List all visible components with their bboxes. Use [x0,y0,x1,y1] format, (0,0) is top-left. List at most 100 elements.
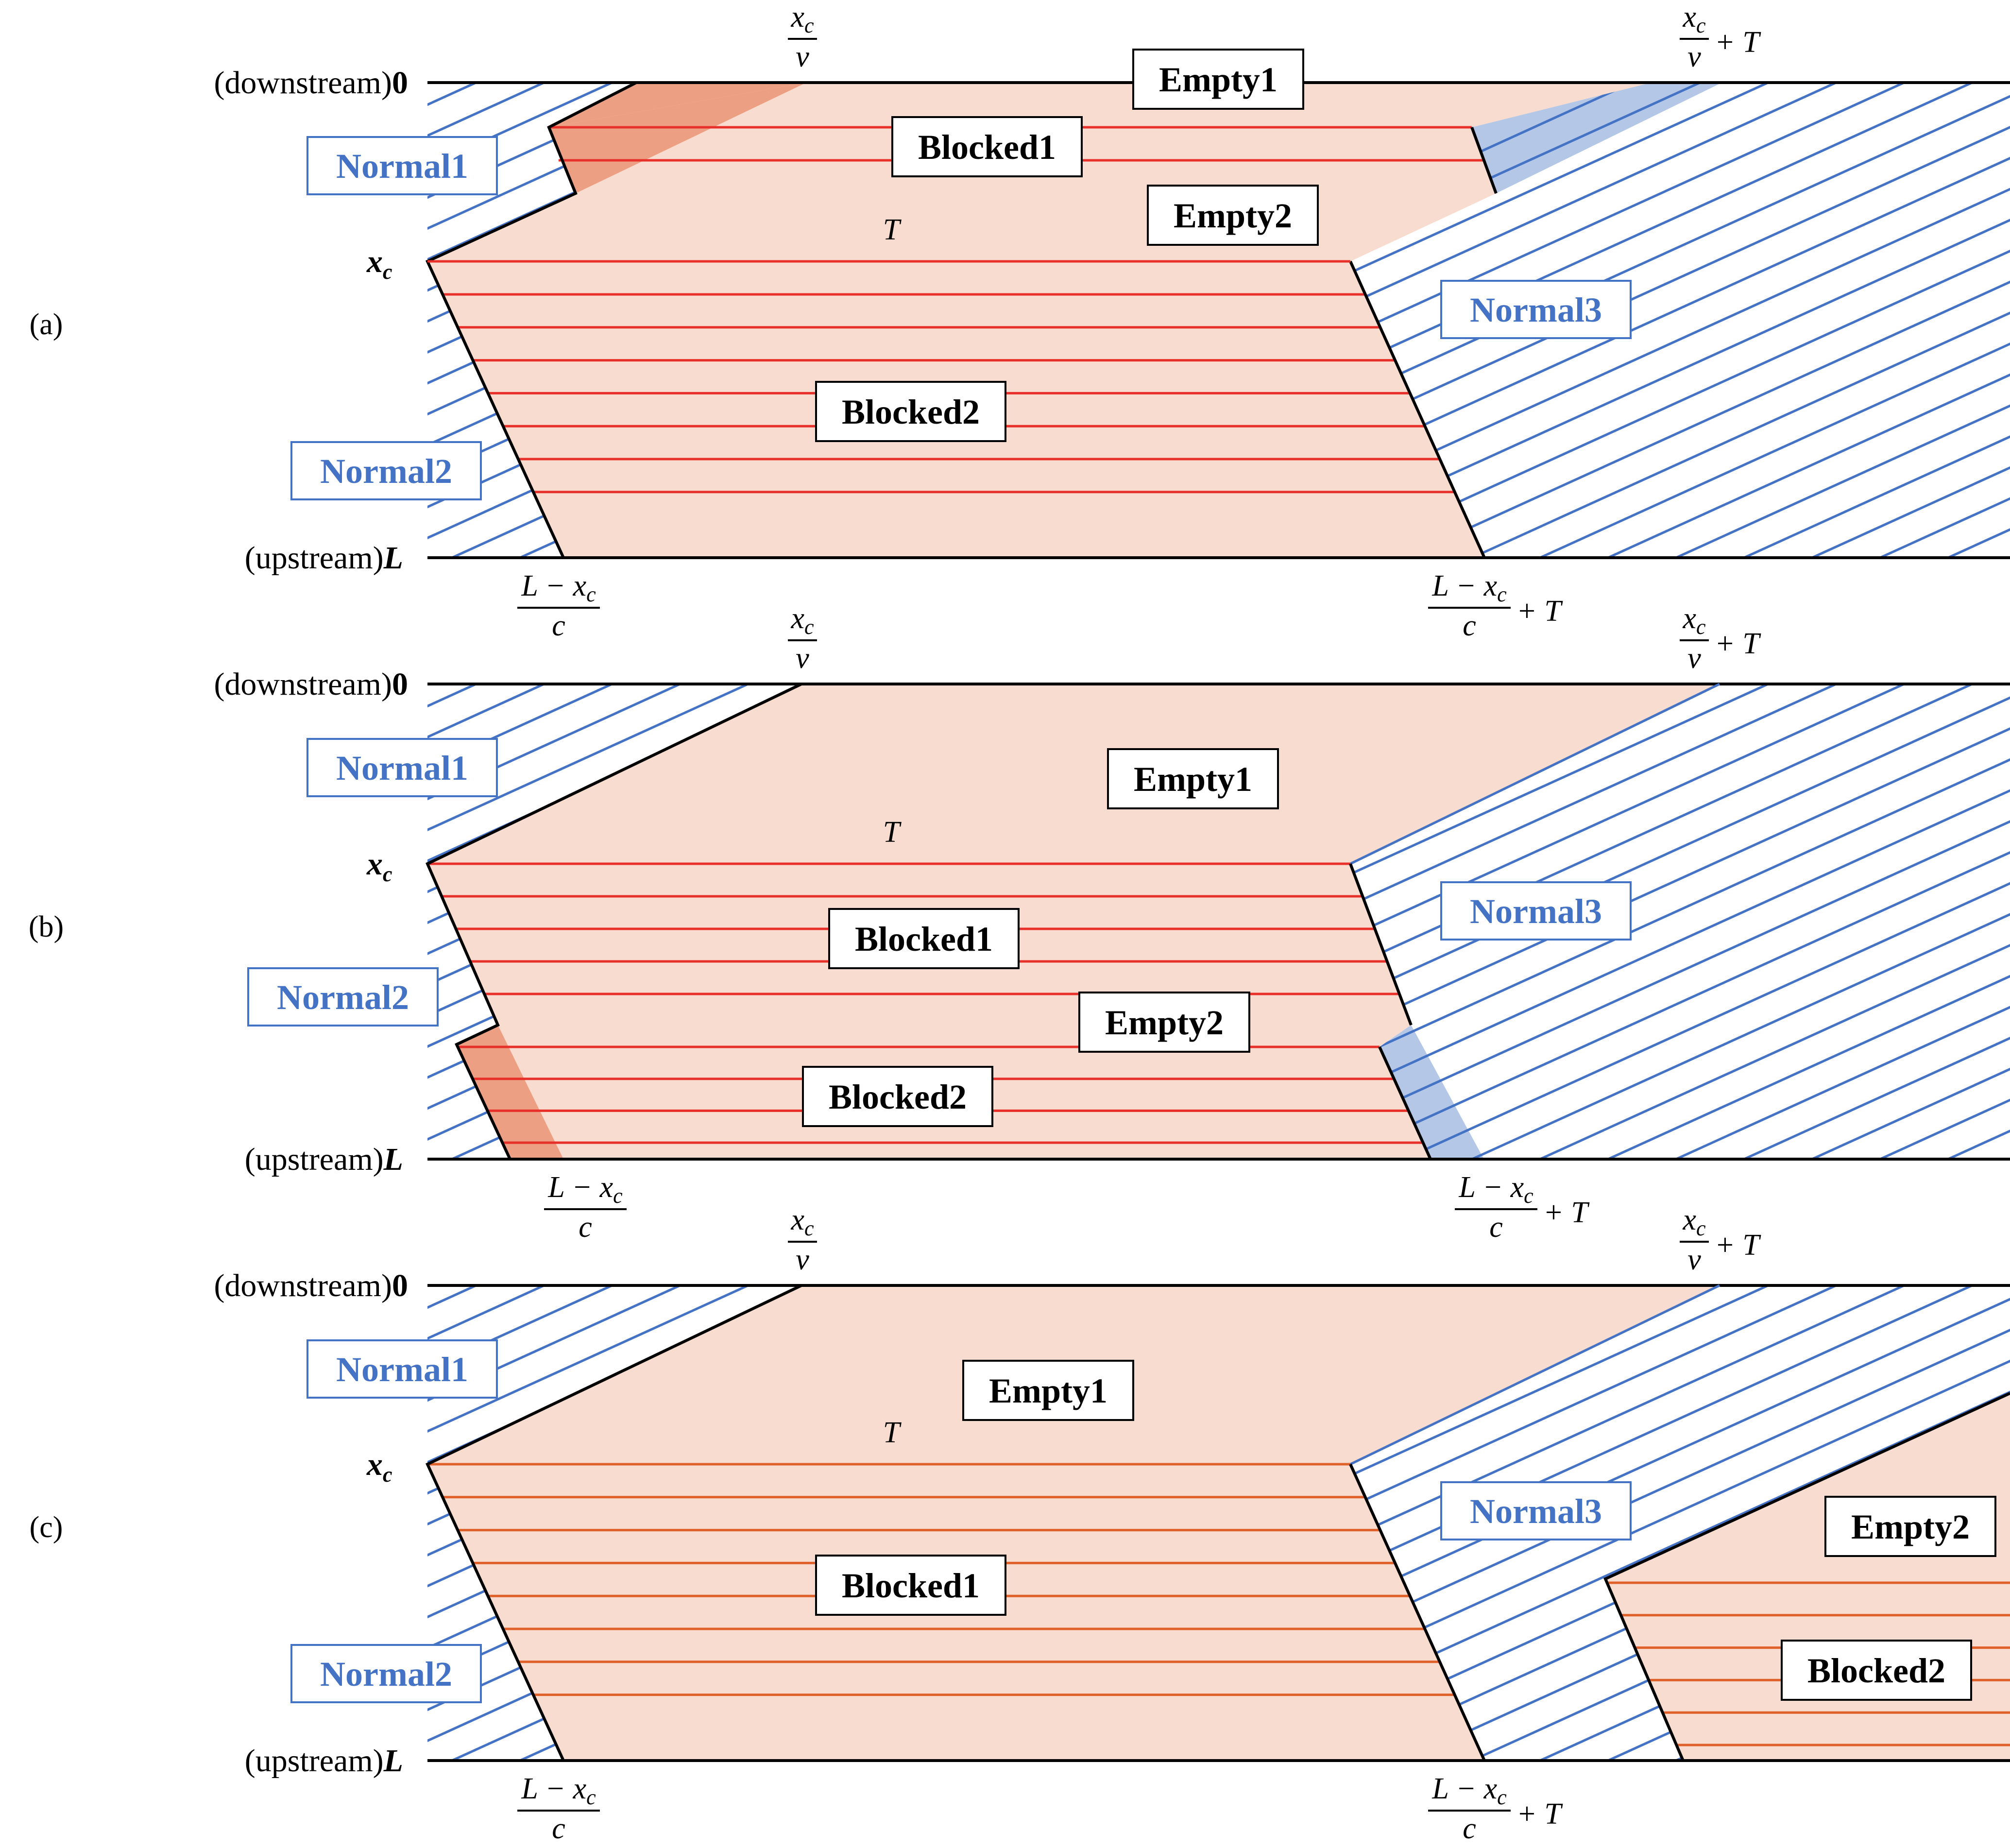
text-layer: (downstream)0(upstream)LxcT(a)(downstrea… [29,0,1996,1845]
hatch-line [1676,684,2010,1159]
frac-L-minus-xc-over-c-plus-T-numerator: L − xc [1431,1772,1507,1809]
frac-L-minus-xc-over-c-numerator: L − xc [521,569,596,606]
hatch-line [1350,684,1837,1159]
hatch-line [1471,83,2010,558]
blocked2-label-text: Blocked2 [829,1078,967,1116]
hatch-line [1812,83,2010,558]
downstream-label: (downstream)0 [214,1268,408,1303]
frac-xc-over-v-numerator: xc [790,0,814,37]
hatch-line [0,1285,136,1761]
duration-T-label: T [883,816,902,849]
normal3-label-text: Normal3 [1470,892,1602,931]
frac-L-minus-xc-over-c: L − xcc [517,1772,600,1845]
blocked1-label-text: Blocked1 [855,920,993,958]
frac-L-minus-xc-over-c-plus-T-denominator: c [1463,609,1476,642]
frac-xc-over-v-plus-T-numerator: xc [1682,0,1706,37]
hatch-line [1676,83,2010,558]
hatch-line [1811,83,2010,558]
empty2-label: Empty2 [1078,992,1250,1053]
empty2-region-fill [1605,1393,2010,1761]
boundary-n3-top [1349,683,1720,865]
downstream-label: (downstream)0 [214,65,408,101]
hatch-line [1539,684,2010,1159]
frac-xc-over-v-numerator: xc [790,602,814,639]
frac-L-minus-xc-over-c-plus-T: L − xcc+ T [1428,1772,1563,1845]
congestion-boundary-right-2 [1349,260,1486,559]
recovery-wedge-blue [1472,83,1722,193]
normal2-label: Normal2 [290,1644,482,1703]
frac-xc-over-v-plus-T: xcv+ T [1680,602,1761,675]
hatch-line [1743,83,2010,558]
congestion-boundary-left [426,1284,802,1762]
hatch-line [0,83,136,558]
frac-xc-over-v-plus-T-suffix: + T [1715,26,1761,59]
normal2-label-text: Normal2 [277,978,409,1017]
blocked2-label: Blocked2 [815,381,1006,442]
congestion-boundary-left [426,683,802,1160]
hatch-line [1948,684,2010,1159]
frac-L-minus-xc-over-c-plus-T-suffix: + T [1543,1196,1590,1229]
hatch-line [0,83,136,558]
panel-tag: (a) [30,308,63,341]
hatch-line [1947,684,2010,1159]
hatch-line [1471,684,2010,1159]
congestion-boundary-right-3 [1378,1046,1432,1160]
frac-xc-over-v-plus-T-denominator: v [1687,40,1701,73]
panel-b [0,683,2010,1161]
frac-L-minus-xc-over-c-denominator: c [552,609,565,642]
frac-xc-over-v-plus-T-denominator: v [1687,642,1701,675]
empty1-label-text: Empty1 [1159,60,1278,99]
frac-L-minus-xc-over-c-plus-T-denominator: c [1489,1211,1503,1244]
hatch-line [1350,684,2010,1159]
hatch-line [0,1285,136,1761]
congestion-boundary-right [1470,126,1498,194]
hatch-line [1350,83,1837,558]
hatch-line [427,83,636,261]
hatch-line [427,261,563,558]
frac-L-minus-xc-over-c-plus-T-suffix: + T [1516,595,1563,628]
frac-xc-over-v-plus-T: xcv+ T [1680,1203,1761,1276]
frac-xc-over-v: xcv [788,602,817,675]
blocked2-lines [443,293,1455,494]
hatch-line [427,684,749,864]
normal3-label: Normal3 [1440,881,1632,941]
frac-xc-over-v: xcv [788,1203,817,1276]
hatch-line [1403,684,2010,1159]
frac-L-minus-xc-over-c-plus-T-numerator: L − xc [1458,1171,1533,1208]
normal3-label-text: Normal3 [1470,291,1602,329]
normal1-label-text: Normal1 [336,147,468,186]
hatch-line [1350,83,2010,558]
hatch-line [0,83,136,558]
hatch-line [1350,684,1769,1159]
frac-L-minus-xc-over-c-plus-T: L − xcc + T [1428,569,1563,642]
empty1-region-fill [427,1285,1720,1761]
hatch-line [427,1464,563,1761]
xc-label: xc [366,846,392,886]
empty2-boundary [1603,1392,2010,1762]
duration-T-label: T [883,213,902,246]
blocked2-label-text: Blocked2 [842,393,980,431]
frac-L-minus-xc-over-c-numerator: L − xc [547,1171,623,1208]
normal3-label: Normal3 [1440,1481,1632,1540]
frac-L-minus-xc-over-c: L − xcc [517,569,600,642]
frac-xc-over-v-denominator: v [796,1243,809,1276]
hatch-line [1607,83,2010,558]
frac-xc-over-v: xcv [788,0,817,73]
hatch-line [427,684,681,864]
blocked1-label-text: Blocked1 [842,1566,980,1605]
frac-xc-over-v-numerator: xc [790,1203,814,1240]
empty2-label: Empty2 [1147,185,1319,246]
empty1-label: Empty1 [1107,748,1279,809]
hatch-line [1350,1285,1905,1761]
hatch-line [1947,83,2010,558]
xc-label: xc [366,244,392,284]
hatch-line [1350,83,2010,558]
hatch-line [0,684,136,1159]
hatch-line [0,684,136,1159]
blocked2-label: Blocked2 [802,1066,993,1127]
panel-a [0,81,2010,559]
frac-L-minus-xc-over-c-plus-T-numerator: L − xc [1431,569,1507,606]
hatch-line [1350,684,1905,1159]
